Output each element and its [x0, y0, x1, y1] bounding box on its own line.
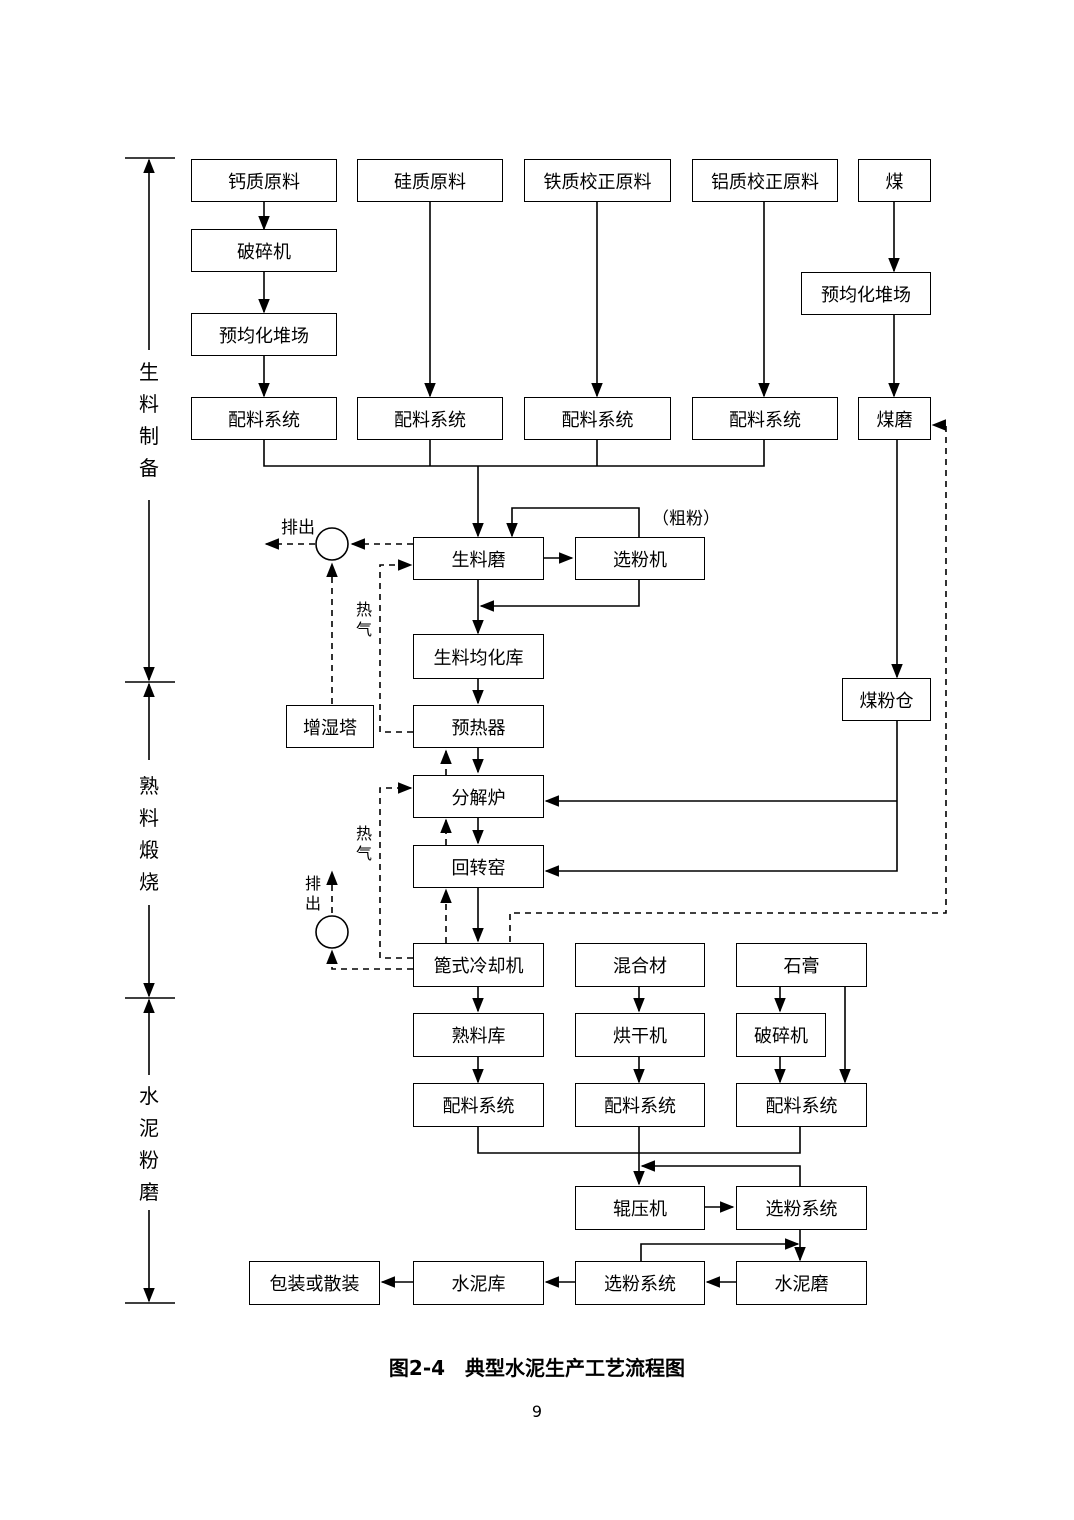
stage-cement-grinding: 水泥粉磨 [134, 1080, 164, 1208]
box-raw-meal-silo: 生料均化库 [413, 634, 544, 679]
exhaust-fan-upper [315, 527, 349, 561]
box-coal: 煤 [858, 159, 931, 202]
box-alumina-corrective: 铝质校正原料 [692, 159, 838, 202]
box-batching-7: 配料系统 [736, 1083, 867, 1127]
box-iron-corrective: 铁质校正原料 [524, 159, 671, 202]
box-calciner: 分解炉 [413, 775, 544, 818]
box-clinker-silo: 熟料库 [413, 1013, 544, 1057]
stage-clinker-burning: 熟料煅烧 [134, 770, 164, 898]
box-mixture: 混合材 [575, 943, 705, 987]
box-separator: 选粉机 [575, 537, 705, 580]
box-rotary-kiln: 回转窑 [413, 845, 544, 888]
box-coal-powder-bin: 煤粉仓 [842, 678, 931, 721]
box-siliceous-raw: 硅质原料 [357, 159, 503, 202]
box-grate-cooler: 篦式冷却机 [413, 943, 544, 987]
box-dryer: 烘干机 [575, 1013, 705, 1057]
box-crusher-1: 破碎机 [191, 229, 337, 272]
box-packing: 包装或散装 [249, 1261, 380, 1305]
stage-raw-preparation: 生料制备 [134, 356, 164, 484]
box-batching-5: 配料系统 [413, 1083, 544, 1127]
box-roller-press: 辊压机 [575, 1186, 705, 1230]
label-coarse-powder: （粗粉） [652, 509, 720, 529]
box-raw-mill: 生料磨 [413, 537, 544, 580]
box-cement-mill: 水泥磨 [736, 1261, 867, 1305]
page-number: 9 [531, 1402, 543, 1421]
box-gypsum: 石膏 [736, 943, 867, 987]
figure-caption: 图2-4 典型水泥生产工艺流程图 [388, 1356, 686, 1380]
label-exhaust-upper: 排出 [281, 518, 315, 538]
box-prehomogenization-coal: 预均化堆场 [801, 272, 931, 315]
box-crusher-2: 破碎机 [736, 1013, 826, 1057]
box-batching-6: 配料系统 [575, 1083, 705, 1127]
box-coal-mill: 煤磨 [858, 397, 931, 440]
box-separation-system-2: 选粉系统 [575, 1261, 705, 1305]
label-hot-gas-upper: 热气 [355, 600, 372, 639]
box-preheater: 预热器 [413, 705, 544, 748]
box-prehomogenization-1: 预均化堆场 [191, 313, 337, 356]
box-batching-4: 配料系统 [692, 397, 838, 440]
box-batching-1: 配料系统 [191, 397, 337, 440]
box-batching-3: 配料系统 [524, 397, 671, 440]
label-hot-gas-lower: 热气 [355, 824, 372, 863]
box-batching-2: 配料系统 [357, 397, 503, 440]
box-separation-system-1: 选粉系统 [736, 1186, 867, 1230]
label-exhaust-lower: 排出 [304, 874, 321, 913]
exhaust-fan-lower [315, 915, 349, 949]
box-calcareous-raw: 钙质原料 [191, 159, 337, 202]
box-humidifying-tower: 增湿塔 [286, 705, 374, 748]
box-cement-silo: 水泥库 [413, 1261, 544, 1305]
